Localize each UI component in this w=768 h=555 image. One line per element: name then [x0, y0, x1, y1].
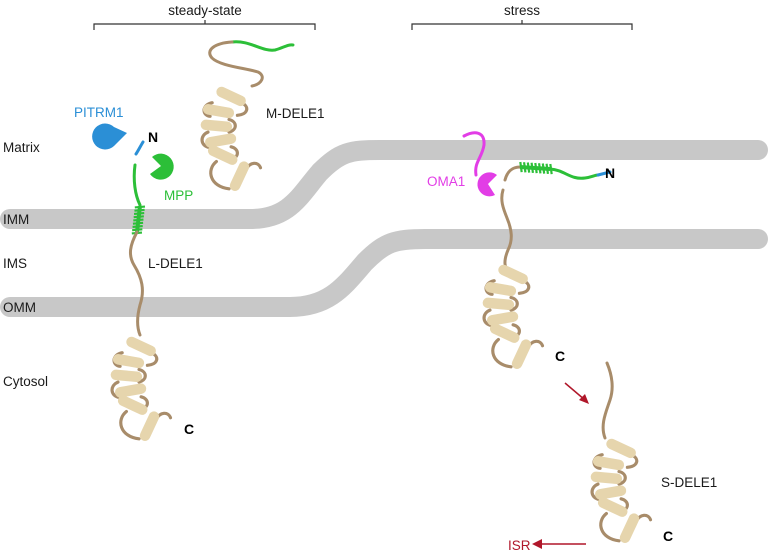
alpha-helix [229, 161, 250, 191]
alpha-helix [115, 383, 147, 398]
ims-label: IMS [3, 256, 27, 271]
stress-n-terminus: N [605, 165, 615, 181]
alpha-helix [112, 354, 145, 369]
domain-loop [599, 511, 621, 543]
alpha-helix [126, 336, 156, 357]
alpha-helix [606, 438, 636, 459]
steady-state-label: steady-state [168, 3, 242, 18]
alpha-helix [592, 456, 625, 471]
alpha-helix [139, 411, 160, 441]
coil-spine [519, 165, 551, 171]
stress-bracket-line [411, 20, 633, 30]
stress-dele1-c-terminus: C [555, 348, 565, 364]
l-dele1-label: L-DELE1 [148, 256, 203, 271]
alpha-helix [202, 104, 235, 119]
domain-loop [227, 117, 237, 134]
m-dele1-mts-remnant [230, 40, 295, 52]
l-dele1-helical-domain [110, 336, 173, 441]
s-dele1-label: S-DELE1 [661, 475, 717, 490]
l-dele1-linker [128, 230, 144, 337]
outer-mitochondrial-membrane [0, 229, 768, 317]
domain-loop [119, 409, 141, 441]
alpha-helix [487, 311, 519, 326]
stress-label: stress [504, 3, 540, 18]
omm-label: OMM [3, 300, 36, 315]
stress-n-fragment-mts [548, 167, 600, 180]
steady-state-bracket: steady-state [93, 3, 316, 30]
alpha-helix [216, 86, 246, 107]
alpha-helix [597, 497, 628, 517]
imm-label: IMM [3, 212, 29, 227]
inner-mitochondrial-membrane [0, 140, 768, 229]
alpha-helix [110, 369, 143, 382]
m-dele1-helical-domain [200, 86, 263, 191]
m-dele1-n-linker [208, 40, 264, 88]
pitrm1-pacman-icon [92, 123, 127, 150]
s-dele1-c-terminus: C [663, 528, 673, 544]
domain-loop [137, 367, 147, 384]
stress-n-fragment-linker [503, 165, 522, 182]
l-dele1-mts [132, 163, 142, 207]
stress-bracket: stress [411, 3, 633, 30]
domain-loop [491, 337, 513, 369]
alpha-helix [511, 339, 532, 369]
alpha-helix [619, 513, 640, 543]
alpha-helix [482, 297, 515, 310]
alpha-helix [200, 119, 233, 132]
alpha-helix [205, 133, 237, 148]
alpha-helix [498, 264, 528, 285]
cytosol-label: Cytosol [3, 374, 48, 389]
stress-dele1-helical-domain [482, 264, 545, 369]
stress-n-fragment-mts-coil [519, 161, 553, 175]
oma1-anchor [462, 131, 486, 177]
oma1-pacman-icon [477, 172, 497, 197]
mpp-pacman-icon [150, 153, 174, 180]
m-dele1-label: M-DELE1 [266, 106, 325, 121]
coil-turn [549, 163, 553, 175]
isr-label: ISR [508, 538, 531, 553]
domain-loop [509, 295, 519, 312]
matrix-label: Matrix [3, 140, 40, 155]
pitrm1-label: PITRM1 [74, 105, 124, 120]
release-arrow [564, 382, 589, 404]
s-dele1-n-linker [601, 361, 614, 440]
domain-loop [617, 469, 627, 486]
domain-loop [209, 159, 231, 191]
l-dele1-c-terminus: C [184, 421, 194, 437]
stress-dele1-linker [500, 188, 513, 272]
alpha-helix [489, 323, 520, 343]
alpha-helix [117, 395, 148, 415]
oma1-label: OMA1 [427, 174, 465, 189]
alpha-helix [484, 282, 517, 297]
s-dele1-helical-domain [590, 438, 653, 543]
alpha-helix [595, 485, 627, 500]
alpha-helix [590, 471, 623, 484]
steady-state-bracket-line [93, 20, 316, 30]
l-dele1-presequence [134, 140, 145, 156]
isr-arrow [532, 539, 586, 549]
mpp-label: MPP [164, 188, 193, 203]
stress-n-fragment-presequence [596, 170, 612, 177]
coil-spine [135, 205, 142, 233]
l-dele1-n-terminus: N [148, 129, 158, 145]
alpha-helix [207, 145, 238, 165]
